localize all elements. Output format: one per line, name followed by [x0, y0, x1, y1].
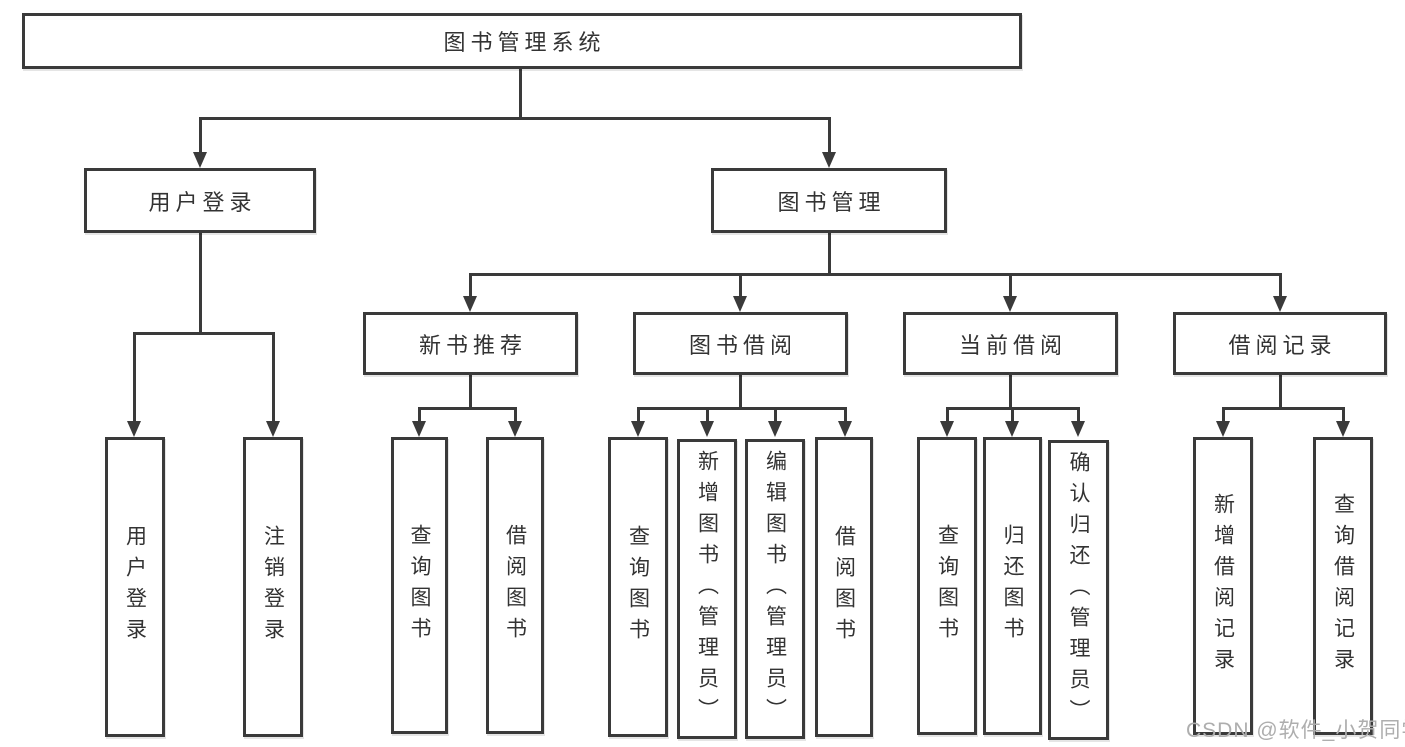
edge-line	[133, 332, 136, 423]
edge-line	[418, 407, 421, 423]
node-leaf-borrow-book-newbook: 借阅图书	[486, 437, 544, 734]
arrow-down-icon	[508, 421, 522, 437]
node-label: 查询图书	[626, 525, 650, 649]
node-label: 确认归还（管理员）	[1067, 450, 1090, 730]
node-leaf-logout: 注销登录	[243, 437, 303, 737]
edge-line	[1011, 407, 1014, 423]
node-label: 借阅图书	[503, 523, 527, 648]
node-leaf-add-borrow-record: 新增借阅记录	[1193, 437, 1253, 735]
node-label: 图书管理系统	[443, 30, 606, 55]
edge-line	[774, 407, 777, 423]
node-label: 新书推荐	[418, 332, 527, 358]
arrow-down-icon	[822, 152, 836, 168]
edge-line	[1222, 407, 1345, 410]
edge-line	[637, 407, 847, 410]
node-label: 查询图书	[935, 524, 959, 648]
arrow-down-icon	[1005, 421, 1019, 437]
edge-line	[469, 273, 1282, 276]
edge-line	[828, 233, 831, 275]
arrow-down-icon	[1336, 421, 1350, 437]
node-current-borrow: 当前借阅	[903, 312, 1118, 375]
node-leaf-query-book-current: 查询图书	[917, 437, 977, 735]
node-book-borrow: 图书借阅	[633, 312, 848, 375]
edge-line	[1342, 407, 1345, 423]
arrow-down-icon	[768, 421, 782, 437]
edge-line	[1279, 375, 1282, 409]
arrow-down-icon	[838, 421, 852, 437]
node-library-management-system: 图书管理系统	[22, 13, 1022, 69]
edge-line	[706, 407, 709, 423]
node-label: 借阅记录	[1228, 332, 1337, 358]
edge-line	[946, 407, 949, 423]
node-label: 当前借阅	[958, 332, 1067, 358]
arrow-down-icon	[412, 421, 426, 437]
edge-line	[739, 375, 742, 409]
edge-line	[199, 117, 830, 120]
node-leaf-return-book: 归还图书	[983, 437, 1042, 735]
edge-line	[1077, 407, 1080, 423]
node-leaf-confirm-return-admin: 确认归还（管理员）	[1048, 440, 1109, 740]
arrow-down-icon	[1273, 296, 1287, 312]
edge-line	[828, 117, 831, 154]
arrow-down-icon	[127, 421, 141, 437]
node-leaf-query-borrow-record: 查询借阅记录	[1313, 437, 1373, 735]
node-label: 编辑图书（管理员）	[763, 449, 787, 729]
arrow-down-icon	[940, 421, 954, 437]
edge-line	[844, 407, 847, 423]
node-label: 新增借阅记录	[1211, 493, 1235, 679]
node-user-login: 用户登录	[84, 168, 316, 233]
node-leaf-edit-book-admin: 编辑图书（管理员）	[745, 439, 805, 739]
arrow-down-icon	[1216, 421, 1230, 437]
edge-line	[272, 332, 275, 423]
edge-line	[1279, 273, 1282, 298]
edge-line	[514, 407, 517, 423]
node-label: 图书借阅	[688, 332, 797, 358]
arrow-down-icon	[733, 296, 747, 312]
node-leaf-borrow-book-borrow: 借阅图书	[815, 437, 873, 737]
edge-line	[637, 407, 640, 423]
arrow-down-icon	[193, 152, 207, 168]
arrow-down-icon	[1003, 296, 1017, 312]
edge-line	[1009, 273, 1012, 298]
node-label: 注销登录	[261, 525, 285, 649]
node-leaf-add-book-admin: 新增图书（管理员）	[677, 439, 737, 739]
edge-line	[739, 273, 742, 298]
node-label: 用户登录	[123, 525, 147, 649]
node-book-management: 图书管理	[711, 168, 947, 233]
edge-line	[469, 375, 472, 409]
node-label: 查询图书	[408, 523, 431, 648]
edge-line	[469, 273, 472, 298]
arrow-down-icon	[700, 421, 714, 437]
node-label: 图书管理	[777, 189, 886, 215]
node-leaf-user-login: 用户登录	[105, 437, 165, 737]
node-leaf-query-book-borrow: 查询图书	[608, 437, 668, 737]
edge-line	[1222, 407, 1225, 423]
node-label: 新增图书（管理员）	[695, 449, 719, 729]
edge-line	[519, 69, 522, 119]
arrow-down-icon	[266, 421, 280, 437]
node-label: 查询借阅记录	[1331, 493, 1355, 679]
node-label: 用户登录	[148, 189, 257, 215]
node-label: 借阅图书	[832, 525, 856, 649]
edge-line	[133, 332, 275, 335]
edge-line	[199, 233, 202, 334]
node-label: 归还图书	[1001, 524, 1024, 648]
edge-line	[199, 117, 202, 154]
node-borrow-record: 借阅记录	[1173, 312, 1387, 375]
edge-line	[418, 407, 517, 410]
arrow-down-icon	[631, 421, 645, 437]
csdn-watermark: CSDN @软件_小贺同学	[1186, 719, 1405, 742]
arrow-down-icon	[463, 296, 477, 312]
node-new-book-recommend: 新书推荐	[363, 312, 578, 375]
arrow-down-icon	[1071, 421, 1085, 437]
node-leaf-query-book-newbook: 查询图书	[391, 437, 448, 734]
edge-line	[1009, 375, 1012, 409]
